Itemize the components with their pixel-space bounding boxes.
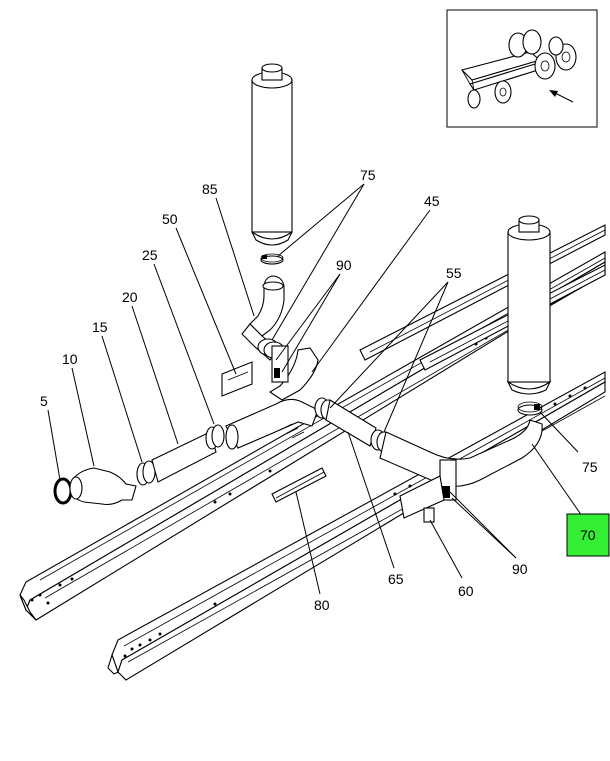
locator-inset (446, 9, 598, 128)
label-10: 10 (62, 351, 78, 367)
muffler-left (251, 63, 293, 246)
label-75-right: 75 (582, 459, 598, 475)
clamp-75-left (260, 253, 284, 265)
label-25: 25 (142, 247, 158, 263)
exhaust-piping-right (379, 419, 543, 523)
muffler-right (506, 215, 552, 395)
label-80: 80 (314, 597, 330, 613)
label-75-top: 75 (360, 167, 376, 183)
label-20: 20 (122, 289, 138, 305)
exhaust-piping-left (53, 275, 392, 506)
label-85: 85 (202, 181, 218, 197)
label-70: 70 (580, 527, 596, 543)
label-50: 50 (162, 211, 178, 227)
label-55: 55 (446, 265, 462, 281)
label-5: 5 (40, 393, 48, 409)
highlight-box-70 (566, 513, 610, 557)
label-90-bottom: 90 (512, 561, 528, 577)
label-65: 65 (388, 571, 404, 587)
leader-lines (47, 183, 583, 595)
frame-rails (19, 224, 606, 681)
label-90-top: 90 (336, 257, 352, 273)
callout-labels: 5 10 15 20 25 50 85 75 90 45 55 75 70 90… (40, 167, 610, 613)
label-15: 15 (92, 319, 108, 335)
label-45: 45 (424, 193, 440, 209)
clamp-75-right (517, 401, 543, 416)
label-60: 60 (458, 583, 474, 599)
